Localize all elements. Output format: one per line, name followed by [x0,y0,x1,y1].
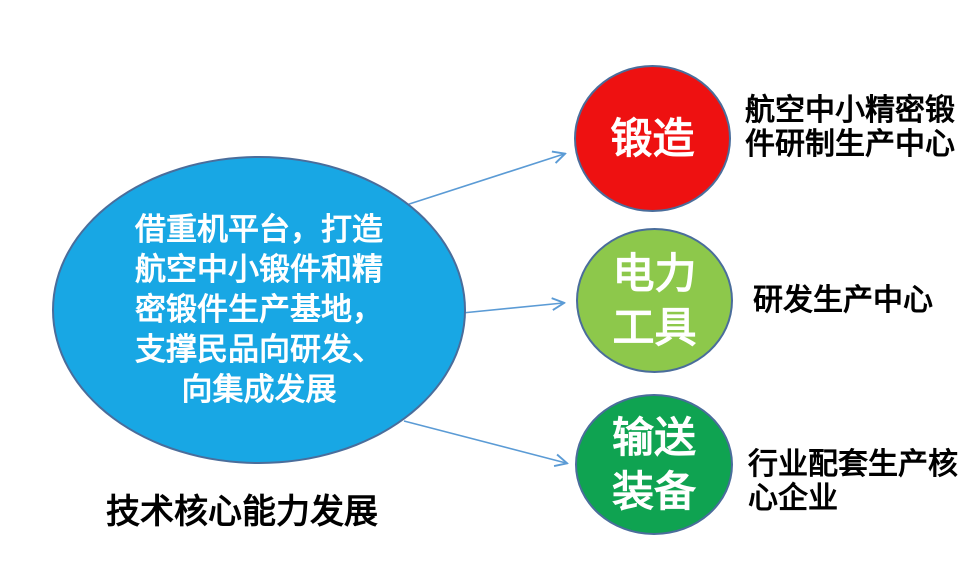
node-label-power-tools: 电力 工具 [612,248,697,352]
node-circle-forging: 锻造 [574,65,731,212]
diagram-caption: 技术核心能力发展 [106,492,378,532]
node-description-forging: 航空中小精密锻 件研制生产中心 [745,93,955,162]
main-ellipse-text: 借重机平台，打造 航空中小锻件和精 密锻件生产基地， 支撑民品向研发、 向集成发… [135,212,383,408]
main-ellipse: 借重机平台，打造 航空中小锻件和精 密锻件生产基地， 支撑民品向研发、 向集成发… [52,156,466,464]
arrow-to-conveying [403,420,566,463]
arrow-to-forging [399,154,564,208]
node-label-forging: 锻造 [610,113,695,163]
node-label-conveying: 输送 装备 [611,412,696,516]
node-circle-conveying: 输送 装备 [575,394,733,535]
node-circle-power-tools: 电力 工具 [576,228,733,373]
node-description-power-tools: 研发生产中心 [753,283,933,318]
node-description-conveying: 行业配套生产核 心企业 [748,447,958,516]
arrow-to-power-tools [461,303,563,314]
